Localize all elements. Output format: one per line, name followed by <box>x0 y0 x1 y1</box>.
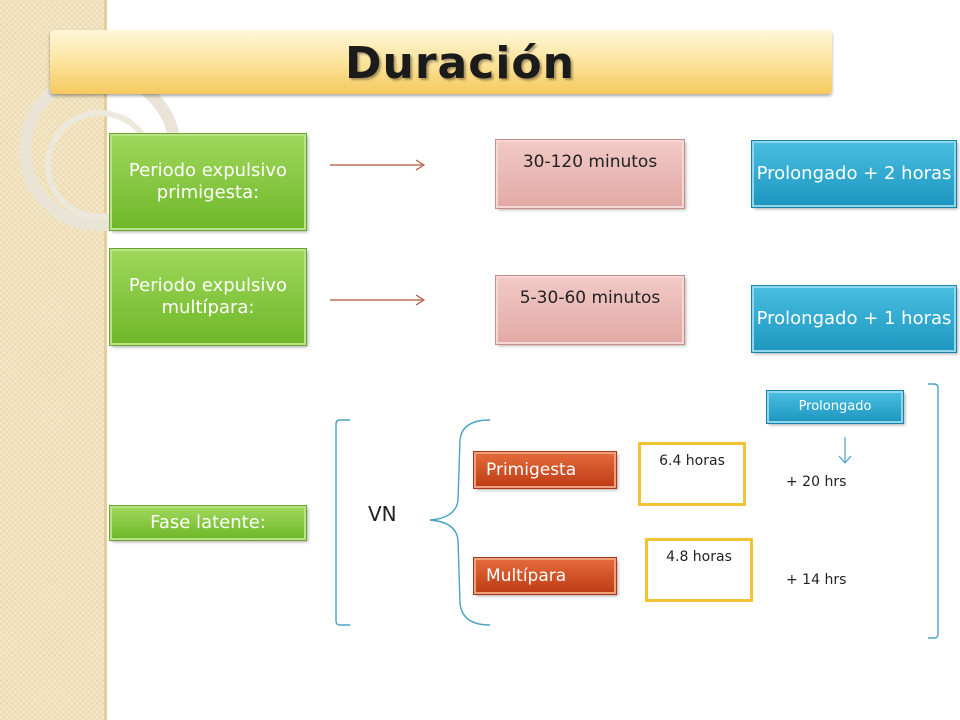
label-primigesta-expulsivo: Periodo expulsivo primigesta: <box>110 134 306 230</box>
duration-primigesta: 30-120 minutos <box>496 140 684 208</box>
title-bar <box>50 30 832 94</box>
primigesta-label: Primigesta <box>474 452 616 488</box>
curly-brace <box>429 419 491 626</box>
arrow-head-1 <box>415 159 426 171</box>
decorative-side-strip <box>0 0 107 720</box>
label-fase-latente: Fase latente: <box>110 506 306 540</box>
bracket-left <box>335 419 350 626</box>
arrow-head-2 <box>415 294 426 306</box>
primigesta-extra: + 20 hrs <box>786 474 847 490</box>
multipara-label: Multípara <box>474 558 616 594</box>
vn-label: VN <box>368 502 397 526</box>
prolongado-header: Prolongado <box>767 391 903 423</box>
duration-multipara: 5-30-60 minutos <box>496 276 684 344</box>
prolonged-multipara: Prolongado + 1 horas <box>752 286 956 352</box>
page-title: Duración <box>345 38 575 89</box>
bracket-right <box>928 383 939 639</box>
multipara-extra: + 14 hrs <box>786 572 847 588</box>
down-arrow-head <box>838 455 852 464</box>
label-multipara-expulsivo: Periodo expulsivo multípara: <box>110 249 306 345</box>
prolonged-primigesta: Prolongado + 2 horas <box>752 141 956 207</box>
multipara-hours: 4.8 horas <box>645 538 753 602</box>
primigesta-hours: 6.4 horas <box>638 442 746 506</box>
